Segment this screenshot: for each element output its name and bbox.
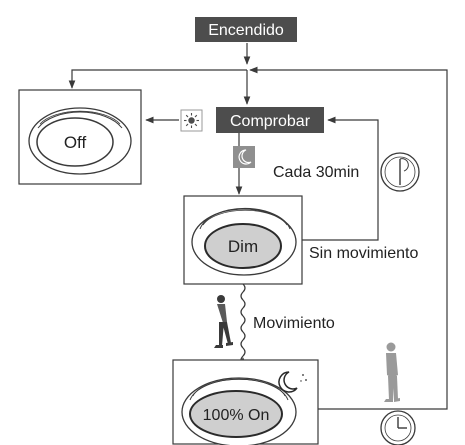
- on-label: 100% On: [203, 407, 270, 424]
- walking-person-icon: [214, 295, 233, 348]
- check-node: Comprobar: [216, 107, 324, 133]
- night-moon-icon: [278, 371, 307, 393]
- timer-clock-icon: [380, 410, 416, 445]
- line-junction-to-off: [68, 69, 247, 89]
- off-panel: Off: [18, 89, 142, 185]
- check-label: Comprobar: [230, 113, 311, 130]
- on-panel: 100% On: [172, 359, 319, 445]
- motion-label: Movimiento: [253, 315, 335, 332]
- dim-label: Dim: [228, 237, 258, 256]
- no-motion-label: Sin movimiento: [309, 245, 418, 262]
- start-node: Encendido: [195, 17, 297, 42]
- dim-panel: Dim: [183, 195, 303, 285]
- standing-person-icon: [384, 342, 400, 402]
- sun-icon: [180, 109, 203, 132]
- off-label: Off: [64, 133, 87, 152]
- line-dim-to-check: [302, 116, 379, 241]
- clock-icon: [380, 152, 420, 192]
- line-return-loop: [249, 66, 448, 410]
- moon-icon: [233, 146, 255, 168]
- start-label: Encendido: [208, 22, 284, 39]
- line-motion-wavy: [239, 283, 247, 366]
- interval-label: Cada 30min: [273, 164, 359, 181]
